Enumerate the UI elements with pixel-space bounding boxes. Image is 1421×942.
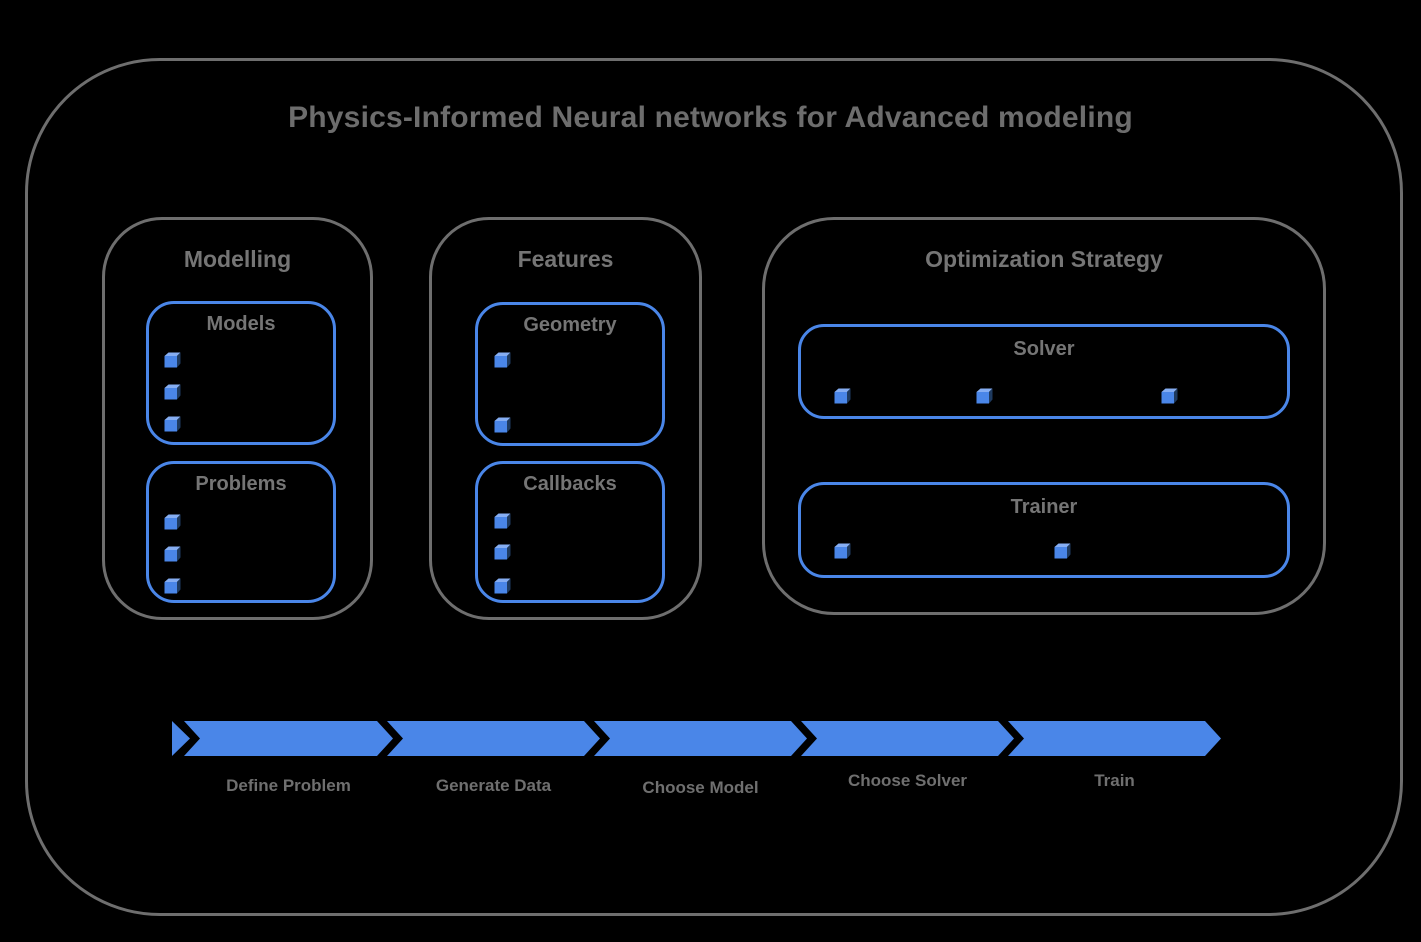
problems-box-title: Problems bbox=[195, 473, 287, 495]
section-modelling-title: Modelling bbox=[183, 246, 292, 272]
models-box: Models bbox=[146, 301, 336, 445]
cube-icon bbox=[164, 546, 181, 562]
flow-start-triangle bbox=[172, 721, 190, 756]
section-modelling: Modelling Models Problems bbox=[102, 217, 373, 620]
cube-icon bbox=[164, 416, 181, 432]
section-optimization-strategy: Optimization Strategy Solver Trainer bbox=[762, 217, 1326, 615]
problems-box: Problems bbox=[146, 461, 336, 603]
cube-icon bbox=[494, 352, 511, 368]
cube-icon bbox=[494, 544, 511, 560]
section-features: Features Geometry Callbacks bbox=[429, 217, 702, 620]
models-box-title: Models bbox=[206, 313, 276, 335]
cube-icon bbox=[1161, 388, 1178, 404]
cube-icon bbox=[164, 384, 181, 400]
flow-chevron-segment bbox=[801, 721, 1014, 756]
flow-chevron-segment bbox=[184, 721, 393, 756]
cube-icon bbox=[834, 388, 851, 404]
cube-icon bbox=[976, 388, 993, 404]
flow-chevron-segment bbox=[594, 721, 807, 756]
process-flow-arrow bbox=[172, 721, 1221, 756]
callbacks-box: Callbacks bbox=[475, 461, 665, 603]
solver-box: Solver bbox=[798, 324, 1290, 419]
cube-icon bbox=[1054, 543, 1071, 559]
flow-chevron-segment bbox=[1008, 721, 1221, 756]
section-optimization-title: Optimization Strategy bbox=[925, 246, 1163, 272]
solver-box-title: Solver bbox=[1013, 338, 1075, 360]
cube-icon bbox=[164, 514, 181, 530]
cube-icon bbox=[164, 578, 181, 594]
trainer-box-title: Trainer bbox=[1010, 496, 1078, 518]
geometry-box-title: Geometry bbox=[523, 314, 617, 336]
cube-icon bbox=[494, 578, 511, 594]
section-features-title: Features bbox=[517, 246, 614, 272]
page-title: Physics-Informed Neural networks for Adv… bbox=[288, 101, 1133, 134]
flow-chevron-segment bbox=[387, 721, 600, 756]
cube-icon bbox=[164, 352, 181, 368]
cube-icon bbox=[494, 513, 511, 529]
outer-container bbox=[25, 58, 1403, 916]
cube-icon bbox=[834, 543, 851, 559]
callbacks-box-title: Callbacks bbox=[523, 473, 617, 495]
geometry-box: Geometry bbox=[475, 302, 665, 446]
trainer-box: Trainer bbox=[798, 482, 1290, 578]
cube-icon bbox=[494, 417, 511, 433]
